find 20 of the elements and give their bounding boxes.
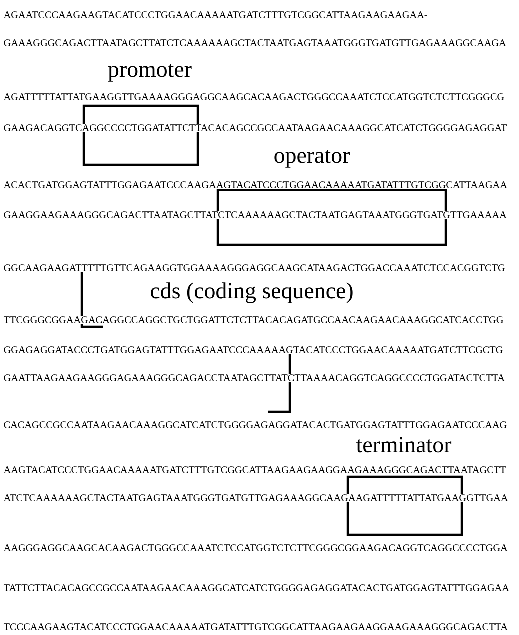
sequence-text: ATCTCAAAAAAGCTACTAATGAGTAAATGGGTGATGTTGAGAAAGGCAAGAAGATTTTTATTATGAAGGTTGAA [3,494,509,502]
region-label: cds (coding sequence) [151,282,353,304]
region-label: operator [274,150,350,168]
sequence-text: AAGTACATCCCTGGAACAAAAATGATCTTTGTCGGCATTAAGAAGAAGGAAGAAAGGGCAGACTTAATAGCTT [3,466,507,474]
sequence-text: TTCGGGCGGAAGACAGGCCAGGCTGCTGGATTCTCTTACACAGATGCCAACAAGAACAAAGGCATCACCTGG [3,316,504,324]
sequence-text: TATTCTTACACAGCCGCCAATAAGAACAAAGGCATCATCTGGGGAGAGGATACACTGATGGAGTATTTGGAGAA [3,584,510,592]
sequence-text: TCCCAAGAAGTACATCCCTGGAACAAAAATGATATTTGTCGGCATTAAGAAGAAGGAAGAAAGGGCAGACTTA [3,622,509,631]
sequence-text: AGATTTTTATTATGAAGGTTGAAAAGGGAGGCAAGCACAAGACTGGGCCAAATCTCCATGGTCTCTTCGGGCG [3,92,506,101]
sequence-text: ACACTGATGGAGTATTTGGAGAATCCCAAGAAGTACATCCCTGGAACAAAAATGATATTTGTCGGCATTAAGAA [3,180,508,189]
sequence-text: AGAATCCCAAGAAGTACATCCCTGGAACAAAAATGATCTTTGTCGGCATTAAGAAGAAGAA- [3,10,428,19]
sequence-text: GGCAAGAAGATTTTTGTTCAGAAGGTGGAAAAGGGAGGCAAGCATAAGACTGGACCAAATCTCCACGGTCTG [3,264,506,272]
sequence-text: GGAGAGGATACCCTGATGGAGTATTTGGAGAATCCCAAAAAGTACATCCCTGGAACAAAAATGATCTTCGCTG [3,346,504,354]
sequence-text: GAAAGGGCAGACTTAATAGCTTATCTCAAAAAAGCTACTAATGAGTAAATGGGTGATGTTGAGAAAGGCAAGA [3,38,508,47]
sequence-text: GAATTAAGAAGAAGGGAGAAAGGGCAGACCTAATAGCTTATCTTAAAACAGGTCAGGCCCCTGGATACTCTTA [3,374,506,382]
sequence-text: CACAGCCGCCAATAAGAACAAAGGCATCATCTGGGGAGAGGATACACTGATGGAGTATTTGGAGAATCCCAAG [3,420,508,429]
sequence-text: GAAGACAGGTCAGGCCCCTGGATATTCTTACACAGCCGCCAATAAGAACAAAGGCATCATCTGGGGAGAGGAT [3,124,508,132]
region-label: terminator [356,437,452,453]
sequence-text: GAAGGAAGAAAGGGCAGACTTAATAGCTTATCTCAAAAAAGCTACTAATGAGTAAATGGGTGATGTTGAAAAA [3,210,508,219]
sequence-text: AAGGGAGGCAAGCACAAGACTGGGCCAAATCTCCATGGTCTCTTCGGGCGGAAGACAGGTCAGGCCCCTGGA [3,544,509,552]
region-label: promoter [108,64,192,82]
